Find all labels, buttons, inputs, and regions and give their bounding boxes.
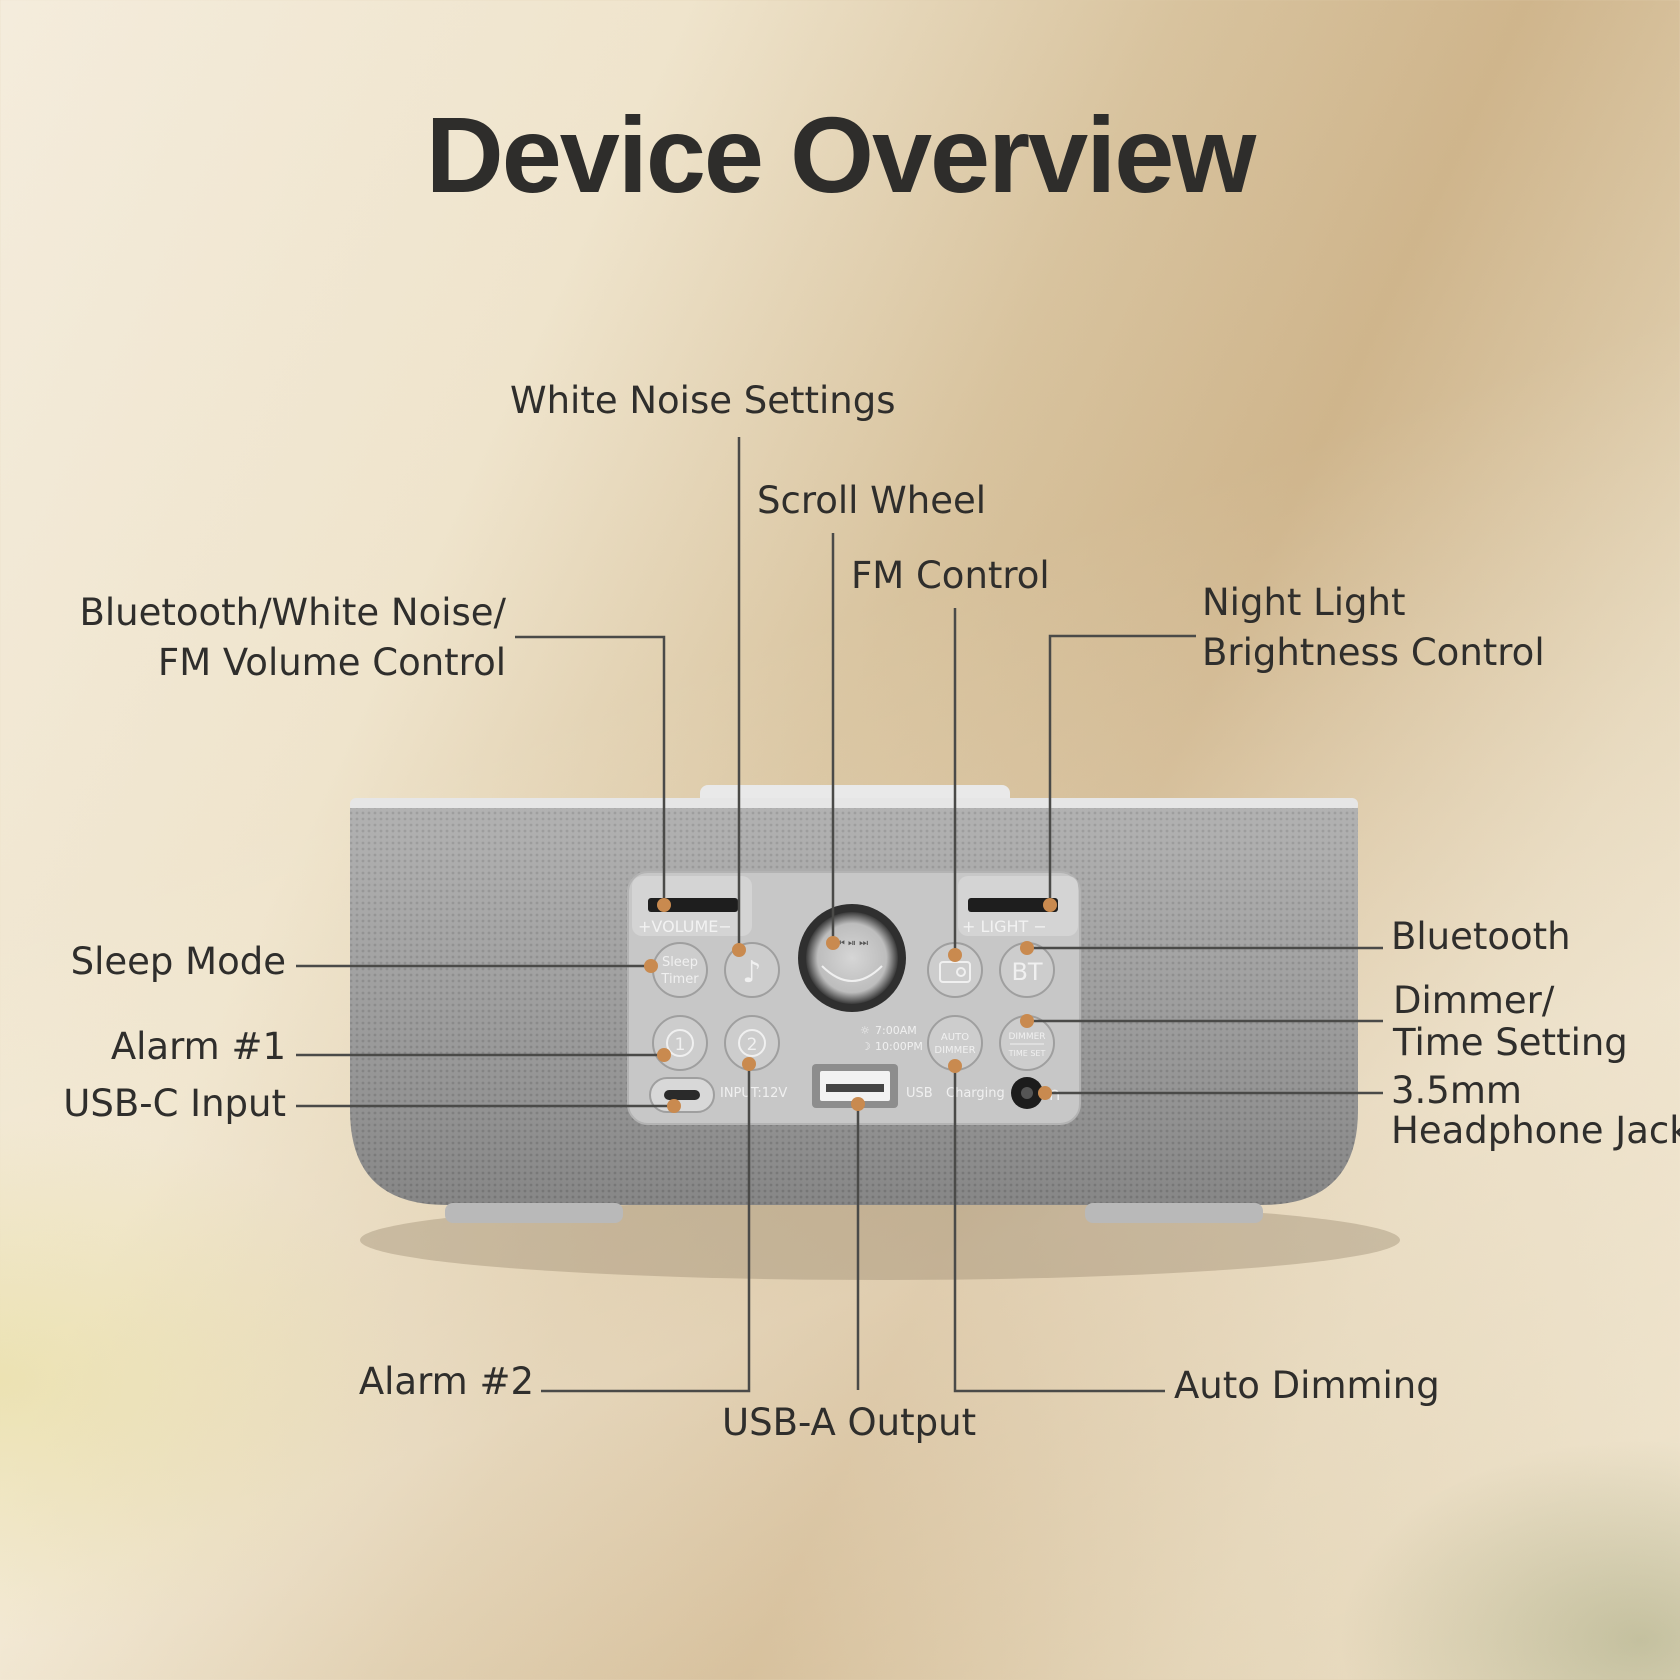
svg-text:INPUT:12V: INPUT:12V <box>720 1086 787 1101</box>
sleep-timer-button: Sleep Timer <box>652 942 708 998</box>
label-alarm-2: Alarm #2 <box>358 1360 534 1403</box>
svg-text:♪: ♪ <box>742 955 761 990</box>
svg-text:Timer: Timer <box>660 972 699 987</box>
label-usb-a-output: USB-A Output <box>722 1401 977 1444</box>
label-night-light: Night Light Brightness Control <box>1202 581 1545 674</box>
svg-text:1: 1 <box>675 1035 686 1055</box>
light-slider <box>968 898 1058 912</box>
svg-text:+ LIGHT −: + LIGHT − <box>962 917 1047 936</box>
svg-text:BT: BT <box>1011 958 1042 986</box>
bluetooth-button: BT <box>999 942 1055 998</box>
svg-text:7:00AM: 7:00AM <box>875 1024 917 1037</box>
label-usb-c-input: USB-C Input <box>63 1082 286 1125</box>
svg-text:⏮ ⏯ ⏭: ⏮ ⏯ ⏭ <box>836 938 868 949</box>
label-auto-dimming: Auto Dimming <box>1174 1364 1440 1407</box>
svg-text:∩: ∩ <box>1048 1084 1061 1105</box>
svg-text:AUTO: AUTO <box>941 1032 969 1043</box>
label-fm-control: FM Control <box>851 554 1050 597</box>
leader-night-light <box>1048 634 1196 905</box>
svg-text:+VOLUME−: +VOLUME− <box>638 917 732 936</box>
label-headphone-jack: 3.5mm Headphone Jack <box>1391 1069 1680 1152</box>
label-scroll-wheel: Scroll Wheel <box>757 479 987 522</box>
svg-text:Sleep: Sleep <box>662 955 698 970</box>
svg-text:☽: ☽ <box>861 1040 871 1053</box>
volume-slider <box>648 898 738 912</box>
callout-dots <box>644 898 1057 1113</box>
svg-text:10:00PM: 10:00PM <box>875 1040 923 1053</box>
svg-text:TIME SET: TIME SET <box>1008 1049 1046 1058</box>
page-title: Device Overview <box>425 94 1257 215</box>
svg-text:Charging: Charging <box>946 1086 1005 1101</box>
leader-volume <box>515 635 666 905</box>
svg-text:USB: USB <box>906 1086 933 1101</box>
label-volume-control: Bluetooth/White Noise/ FM Volume Control <box>79 591 506 684</box>
svg-text:DIMMER: DIMMER <box>934 1045 975 1056</box>
label-dimmer-time-setting: Dimmer/ Time Setting <box>1393 979 1628 1064</box>
device-foot-right <box>1085 1203 1263 1223</box>
leader-auto-dimming <box>953 1066 1165 1393</box>
svg-text:☼: ☼ <box>860 1024 870 1037</box>
svg-text:DIMMER: DIMMER <box>1008 1032 1045 1042</box>
dimmer-time-set-button: DIMMER TIME SET <box>999 1015 1055 1071</box>
svg-text:2: 2 <box>747 1035 758 1055</box>
scroll-wheel <box>806 912 898 1004</box>
leader-lines <box>296 437 1383 1393</box>
label-sleep-mode: Sleep Mode <box>70 940 286 983</box>
leader-alarm2 <box>541 1064 751 1393</box>
label-white-noise-settings: White Noise Settings <box>510 379 896 422</box>
label-alarm-1: Alarm #1 <box>110 1025 286 1068</box>
label-bluetooth: Bluetooth <box>1391 915 1571 958</box>
alarm1-button: 1 <box>652 1015 708 1071</box>
fm-radio-button <box>927 942 983 998</box>
device-foot-left <box>445 1203 623 1223</box>
